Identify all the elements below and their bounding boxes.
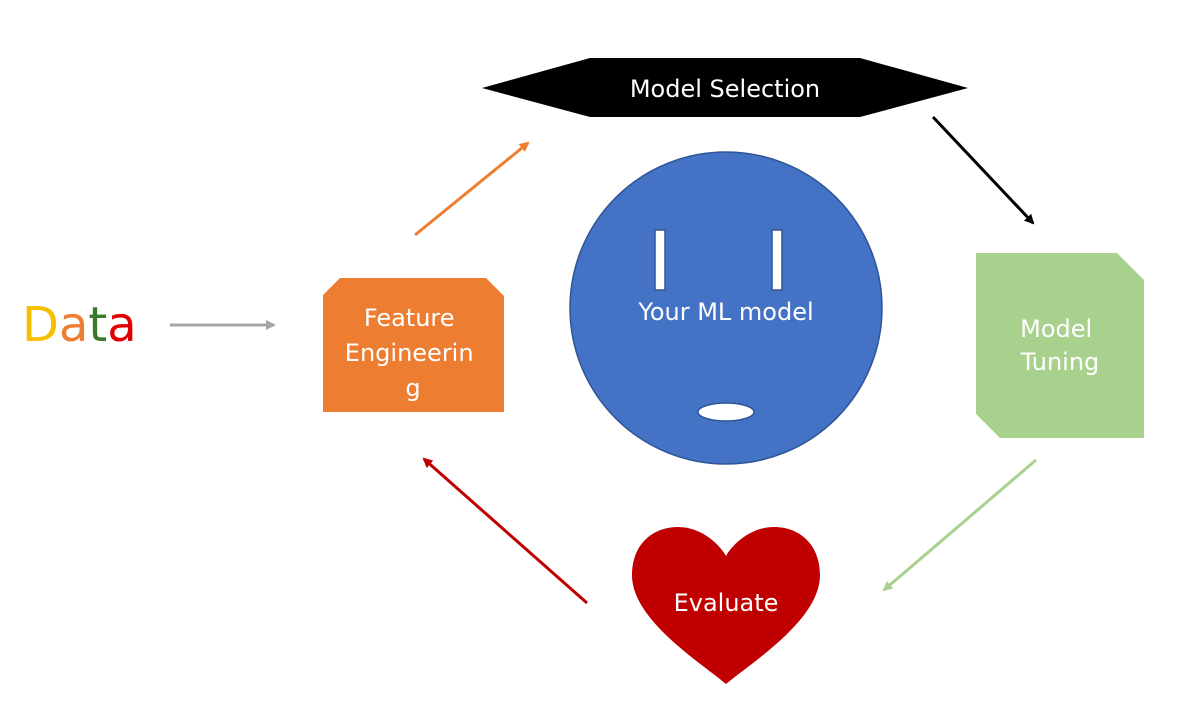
arrow-feature-to-selection <box>414 141 530 237</box>
feature-engineering-line-2: Engineerin <box>345 339 474 367</box>
ml-model-right-eye <box>771 229 783 291</box>
model-selection-shape <box>482 58 968 117</box>
arrow-evaluate-to-feature <box>422 457 588 605</box>
ml-model-circle <box>569 151 883 465</box>
model-selection-label: Model Selection <box>630 75 820 103</box>
model-tuning-label: Model Tuning <box>1020 315 1100 376</box>
data-label: Data <box>22 297 137 353</box>
data-letter-a2: a <box>107 297 136 353</box>
arrow-tuning-to-evaluate <box>882 458 1037 592</box>
ml-model-mouth <box>697 402 755 422</box>
arrow-selection-to-tuning <box>931 115 1035 225</box>
feature-engineering-box <box>323 278 504 412</box>
feature-engineering-line-3: g <box>405 374 420 402</box>
data-letter-t: t <box>88 297 107 353</box>
data-letter-d: D <box>22 297 59 353</box>
model-tuning-box <box>976 253 1144 438</box>
ml-model-left-eye <box>654 229 666 291</box>
data-letter-a1: a <box>59 297 88 353</box>
evaluate-label: Evaluate <box>674 589 779 617</box>
evaluate-heart <box>632 527 820 684</box>
ml-model-label: Your ML model <box>637 298 813 326</box>
model-tuning-line-2: Tuning <box>1020 348 1100 376</box>
model-tuning-line-1: Model <box>1020 315 1092 343</box>
feature-engineering-label: Feature Engineerin g <box>345 304 481 402</box>
feature-engineering-line-1: Feature <box>364 304 455 332</box>
